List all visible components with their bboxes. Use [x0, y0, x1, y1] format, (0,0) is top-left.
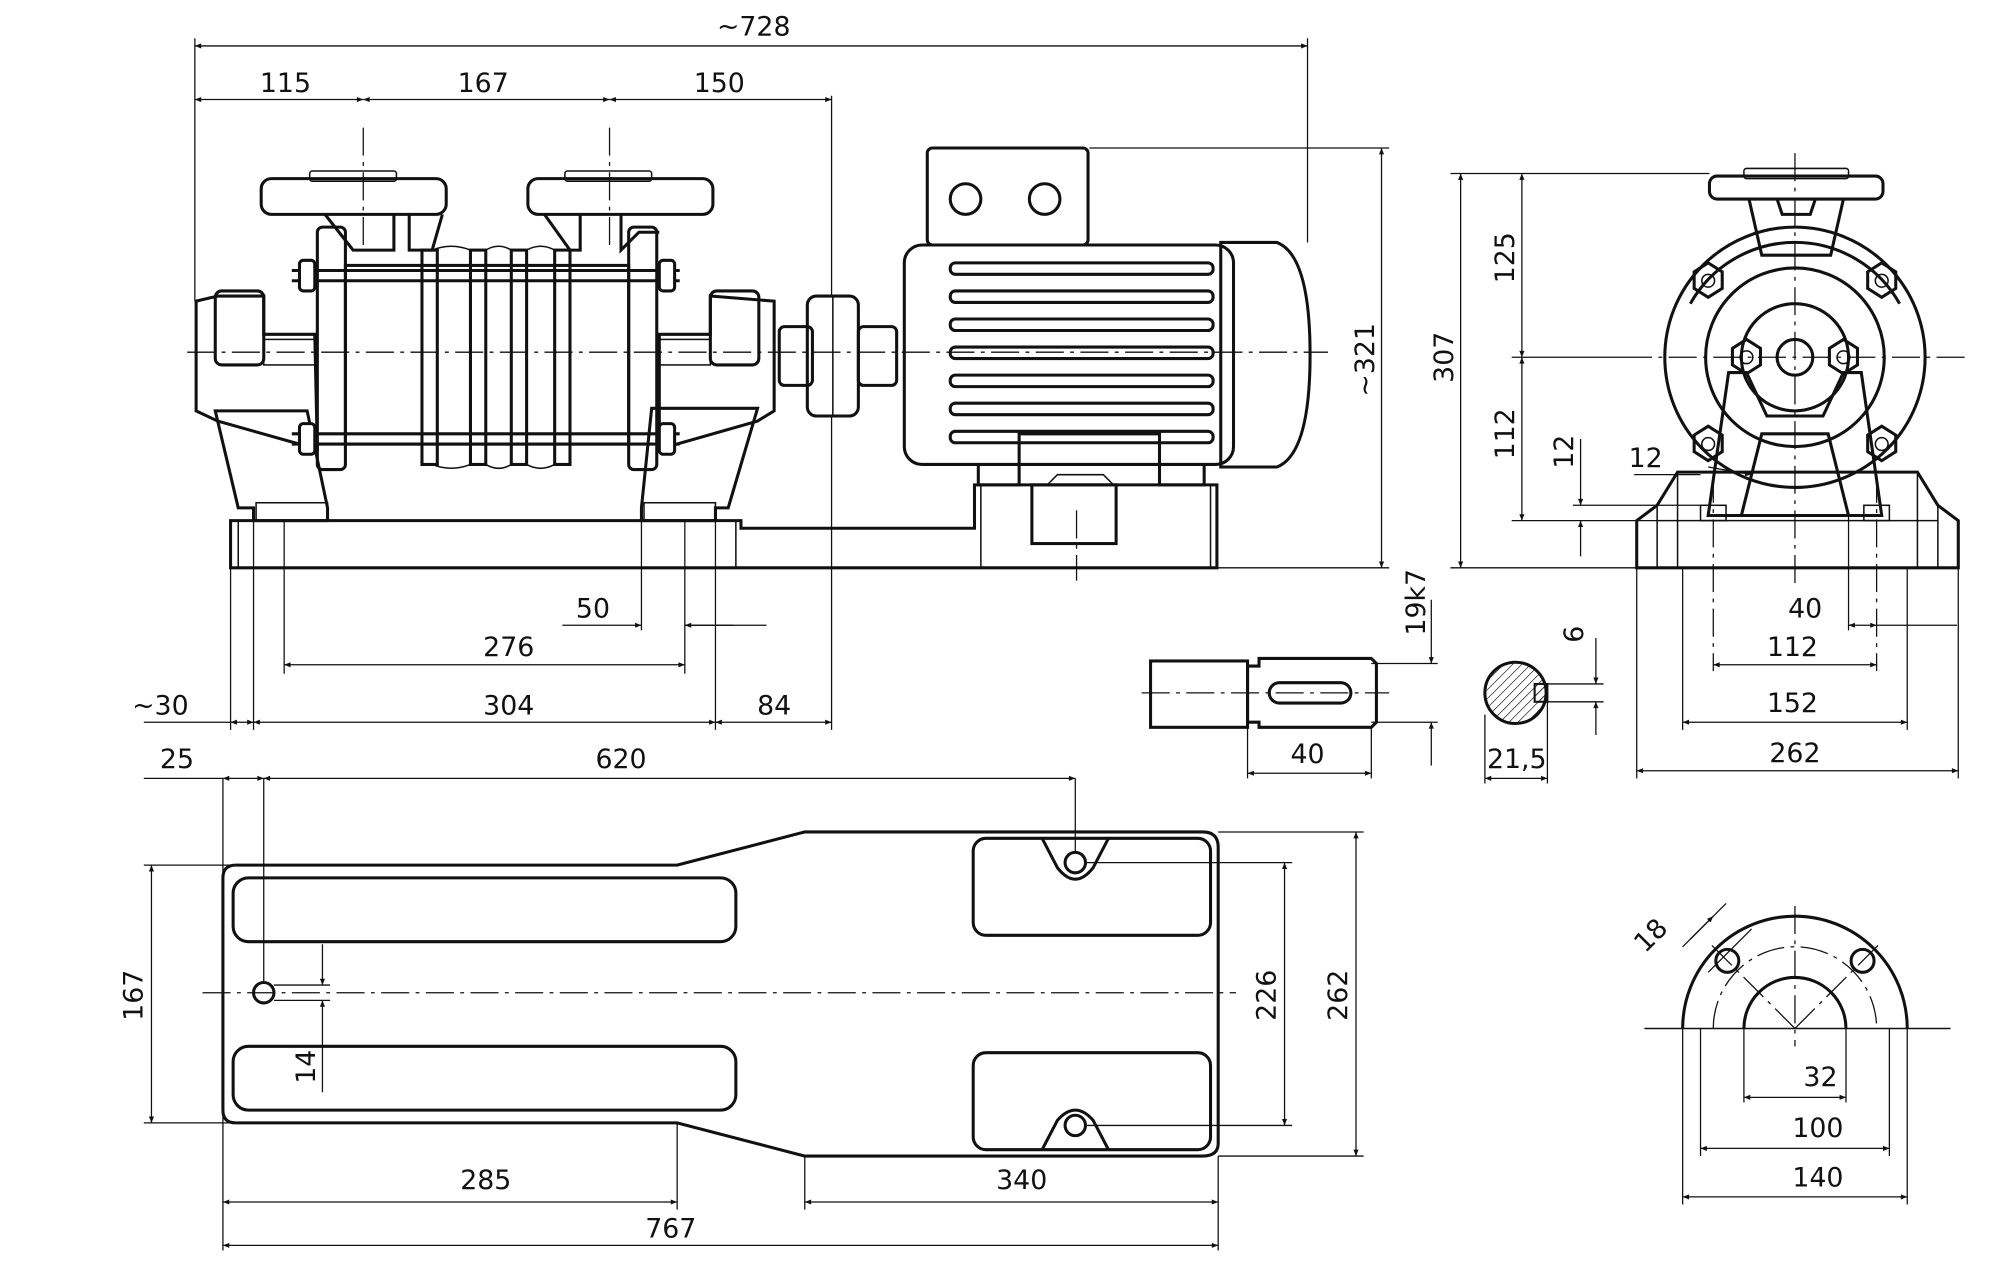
dim-plan-226: 226: [1252, 970, 1283, 1021]
discharge-casing: [657, 294, 776, 452]
shaft-section: 6 21,5: [1483, 626, 1604, 784]
dim-112-base: 112: [1767, 632, 1818, 663]
base-plate: [229, 483, 1219, 570]
dim-40: 40: [1788, 594, 1822, 625]
dim-30: ~30: [132, 691, 189, 722]
electric-motor: [902, 146, 1312, 546]
dim-plan-767: 767: [645, 1214, 696, 1245]
dim-150: 150: [694, 68, 745, 99]
dim-side-262: 262: [1769, 738, 1820, 769]
dim-plan-620: 620: [595, 744, 646, 775]
dim-overall-length: ~728: [717, 12, 791, 43]
dim-shaft-length: 40: [1290, 739, 1324, 770]
front-view: ~728 115 167 150 ~321 50 276 ~30 304 84: [132, 12, 1390, 730]
dim-84: 84: [757, 691, 791, 722]
dim-125: 125: [1490, 232, 1521, 283]
dim-flange-100: 100: [1792, 1113, 1843, 1144]
dim-12-horizontal: 12: [1629, 443, 1663, 474]
suction-casing: [194, 294, 319, 452]
dim-276: 276: [483, 632, 534, 663]
dim-152: 152: [1767, 688, 1818, 719]
flange-detail: 18 32 100 140: [1628, 902, 1951, 1205]
pump-stages: [291, 225, 680, 472]
plan-view: 25 620 167 14 226 262 285 340 767: [119, 744, 1364, 1251]
dim-304: 304: [483, 691, 534, 722]
dim-key-width: 6: [1559, 626, 1590, 643]
discharge-flange: [526, 170, 715, 254]
dim-12-vertical: 12: [1549, 435, 1580, 469]
dim-flange-18: 18: [1628, 913, 1674, 959]
side-view: 307 125 112 12 12 40 112 152 262: [1429, 153, 1970, 779]
dim-307: 307: [1429, 332, 1460, 383]
dim-key-depth: 21,5: [1487, 744, 1547, 775]
dim-plan-25: 25: [160, 744, 194, 775]
shaft-end-detail: 19k7 40: [1141, 569, 1438, 779]
dim-50: 50: [576, 594, 610, 625]
dim-side-112: 112: [1490, 408, 1521, 459]
suction-flange: [259, 170, 448, 252]
coupling: [777, 294, 899, 418]
dim-167: 167: [458, 68, 509, 99]
dim-flange-140: 140: [1792, 1163, 1843, 1194]
dim-plan-285: 285: [460, 1165, 511, 1196]
dim-115: 115: [260, 68, 311, 99]
dim-plan-167: 167: [119, 970, 150, 1021]
dim-plan-262: 262: [1323, 970, 1354, 1021]
dim-shaft-fit: 19k7: [1401, 569, 1432, 636]
dim-flange-32: 32: [1803, 1062, 1837, 1093]
dim-height-321: ~321: [1350, 323, 1381, 397]
dim-plan-14: 14: [291, 1050, 322, 1084]
dim-plan-340: 340: [996, 1165, 1047, 1196]
volute-nuts: [1692, 261, 1898, 463]
